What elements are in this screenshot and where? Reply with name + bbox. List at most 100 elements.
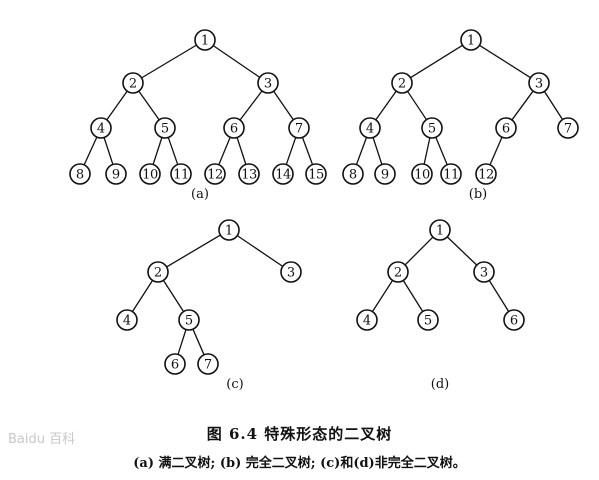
tree-d-edge-3-6: [488, 280, 510, 312]
node-circle: [460, 29, 482, 51]
node-circle: [359, 117, 381, 139]
tree-b-node-1: 1: [460, 29, 482, 51]
node-circle: [223, 117, 245, 139]
tree-b-node-11: 11: [440, 163, 462, 185]
node-circle: [105, 163, 127, 185]
tree-c-node-6: 6: [164, 353, 186, 375]
node-circle: [356, 309, 378, 331]
tree-b-node-5: 5: [421, 117, 443, 139]
node-label: 1: [225, 224, 233, 239]
node-circle: [429, 219, 451, 241]
tree-a-edge-5-10: [152, 137, 163, 165]
tree-a-node-1: 1: [194, 29, 216, 51]
tree-b-edge-2-5: [407, 90, 427, 121]
node-label: 14: [275, 168, 291, 183]
tree-c-node-1: 1: [218, 219, 240, 241]
tree-a-node-10: 10: [139, 163, 161, 185]
tree-b-edge-5-11: [435, 136, 448, 166]
tree-d-edge-1-3: [446, 236, 478, 266]
tree-c-edge-5-7: [192, 328, 205, 356]
node-label: 7: [204, 358, 212, 373]
tree-b-edge-4-8: [355, 137, 368, 165]
tree-b-edge-1-2: [410, 44, 463, 79]
tree-b-edge-1-3: [479, 44, 531, 79]
node-label: 3: [287, 266, 295, 281]
node-circle: [116, 309, 138, 331]
node-label: 6: [230, 122, 238, 137]
tree-c-node-2: 2: [147, 261, 169, 283]
tree-a-node-6: 6: [223, 117, 245, 139]
node-circle: [374, 163, 396, 185]
node-label: 1: [436, 224, 444, 239]
tree-a-node-5: 5: [154, 117, 176, 139]
node-circle: [440, 163, 462, 185]
tree-d-node-1: 1: [429, 219, 451, 241]
node-label: 5: [424, 314, 432, 329]
node-circle: [257, 72, 279, 94]
tree-a-node-2: 2: [122, 72, 144, 94]
node-label: 7: [295, 122, 303, 137]
tree-a-node-4: 4: [90, 117, 112, 139]
node-circle: [305, 163, 327, 185]
node-circle: [139, 163, 161, 185]
node-label: 6: [171, 358, 179, 373]
node-circle: [280, 261, 302, 283]
baidu-watermark: Baidu 百科: [8, 432, 76, 447]
tree-c: 1 2 3 4 5 6 7 (c): [116, 219, 302, 392]
node-label: 8: [76, 168, 84, 183]
node-label: 5: [161, 122, 169, 137]
tree-a-edge-7-15: [301, 137, 314, 165]
tree-a-node-12: 12: [204, 163, 226, 185]
tree-b-node-10: 10: [411, 163, 433, 185]
tree-d-edge-2-4: [371, 280, 394, 312]
tree-a-edge-3-7: [273, 90, 294, 121]
node-circle: [391, 72, 413, 94]
node-label: 10: [414, 168, 430, 183]
node-circle: [164, 353, 186, 375]
tree-a-edge-6-13: [236, 137, 247, 165]
node-label: 7: [564, 122, 572, 137]
tree-a-node-14: 14: [272, 163, 294, 185]
node-label: 4: [97, 122, 105, 137]
tree-a-edge-4-8: [83, 136, 98, 166]
tree-c-edge-2-4: [131, 280, 154, 312]
node-label: 11: [443, 168, 459, 183]
figure-title: 图 6.4 特殊形态的二叉树: [206, 425, 393, 443]
tree-a-edge-5-11: [167, 137, 179, 165]
node-label: 4: [363, 314, 371, 329]
node-circle: [218, 219, 240, 241]
node-label: 11: [173, 168, 189, 183]
node-circle: [178, 309, 200, 331]
node-circle: [154, 117, 176, 139]
node-label: 15: [308, 168, 324, 183]
tree-a-node-15: 15: [305, 163, 327, 185]
node-label: 1: [201, 34, 209, 49]
tree-c-edge-1-2: [166, 234, 221, 268]
node-circle: [170, 163, 192, 185]
tree-d-node-6: 6: [503, 309, 525, 331]
tree-c-label: (c): [226, 377, 243, 392]
tree-c-node-5: 5: [178, 309, 200, 331]
tree-b-node-2: 2: [391, 72, 413, 94]
node-circle: [421, 117, 443, 139]
node-circle: [204, 163, 226, 185]
node-circle: [417, 309, 439, 331]
node-label: 3: [535, 77, 543, 92]
tree-a-node-13: 13: [238, 163, 260, 185]
node-label: 4: [123, 314, 131, 329]
node-circle: [528, 72, 550, 94]
node-label: 12: [207, 168, 223, 183]
node-label: 2: [398, 77, 406, 92]
tree-b-edge-3-6: [511, 90, 534, 121]
tree-a-edge-2-5: [138, 90, 160, 121]
tree-b-edge-2-4: [375, 90, 397, 121]
node-label: 13: [241, 168, 257, 183]
node-label: 6: [502, 122, 510, 137]
tree-b-node-3: 3: [528, 72, 550, 94]
tree-d-node-3: 3: [473, 261, 495, 283]
tree-a-node-9: 9: [105, 163, 127, 185]
tree-b-node-4: 4: [359, 117, 381, 139]
node-label: 10: [142, 168, 158, 183]
